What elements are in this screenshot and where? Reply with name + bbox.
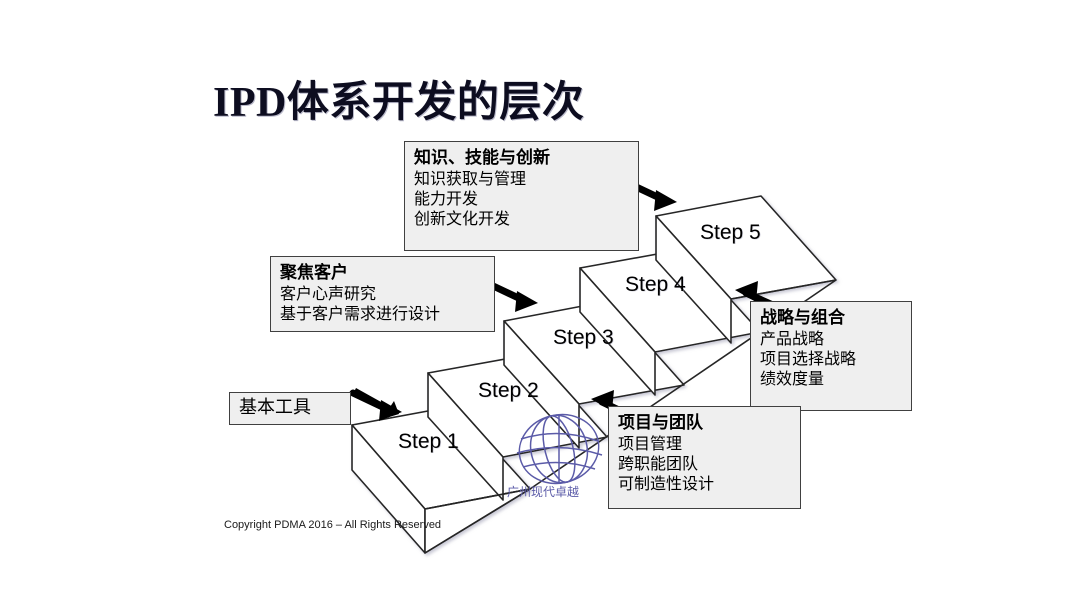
callout-knowledge-line-2: 能力开发: [414, 190, 479, 208]
step-5-label: Step 5: [700, 221, 761, 244]
step-1-label: Step 1: [398, 430, 459, 453]
callout-project-line-1: 项目管理: [618, 435, 683, 453]
step-2-solid: [427, 353, 608, 501]
step-2-label: Step 2: [478, 379, 539, 402]
callout-customer-heading: 聚焦客户: [280, 263, 348, 282]
callout-project[interactable]: 项目与团队 项目管理 跨职能团队 可制造性设计: [608, 406, 801, 509]
callout-knowledge-line-1: 知识获取与管理: [414, 170, 527, 188]
callout-basic-tools[interactable]: 基本工具: [229, 392, 351, 425]
callout-strategy-line-2: 项目选择战略: [760, 350, 857, 368]
callout-knowledge-line-3: 创新文化开发: [414, 211, 511, 229]
arrow-to-step-3: [485, 280, 538, 312]
arrow-to-step-1: [349, 388, 402, 421]
callout-project-heading: 项目与团队: [618, 413, 703, 432]
callout-basic-tools-heading: 基本工具: [239, 397, 311, 418]
callout-customer[interactable]: 聚焦客户 客户心声研究 基于客户需求进行设计: [270, 256, 495, 332]
copyright-notice: Copyright PDMA 2016 – All Rights Reserve…: [224, 519, 442, 531]
step-3-label: Step 3: [553, 326, 614, 349]
watermark-text: 广州现代卓越: [507, 485, 580, 499]
callout-customer-line-2: 基于客户需求进行设计: [280, 305, 441, 323]
callout-project-line-2: 跨职能团队: [618, 455, 699, 473]
callout-strategy-line-1: 产品战略: [760, 330, 825, 348]
step-4-label: Step 4: [625, 273, 686, 296]
callout-customer-line-1: 客户心声研究: [280, 285, 377, 303]
callout-knowledge-heading: 知识、技能与创新: [414, 148, 550, 167]
page-title: IPD体系开发的层次: [213, 80, 585, 126]
callout-knowledge[interactable]: 知识、技能与创新 知识获取与管理 能力开发 创新文化开发: [404, 141, 639, 251]
callout-strategy-line-3: 绩效度量: [760, 371, 825, 389]
callout-project-line-3: 可制造性设计: [618, 476, 715, 494]
callout-strategy[interactable]: 战略与组合 产品战略 项目选择战略 绩效度量: [750, 301, 912, 411]
callout-strategy-heading: 战略与组合: [760, 308, 845, 327]
globe-icon: [516, 413, 603, 485]
